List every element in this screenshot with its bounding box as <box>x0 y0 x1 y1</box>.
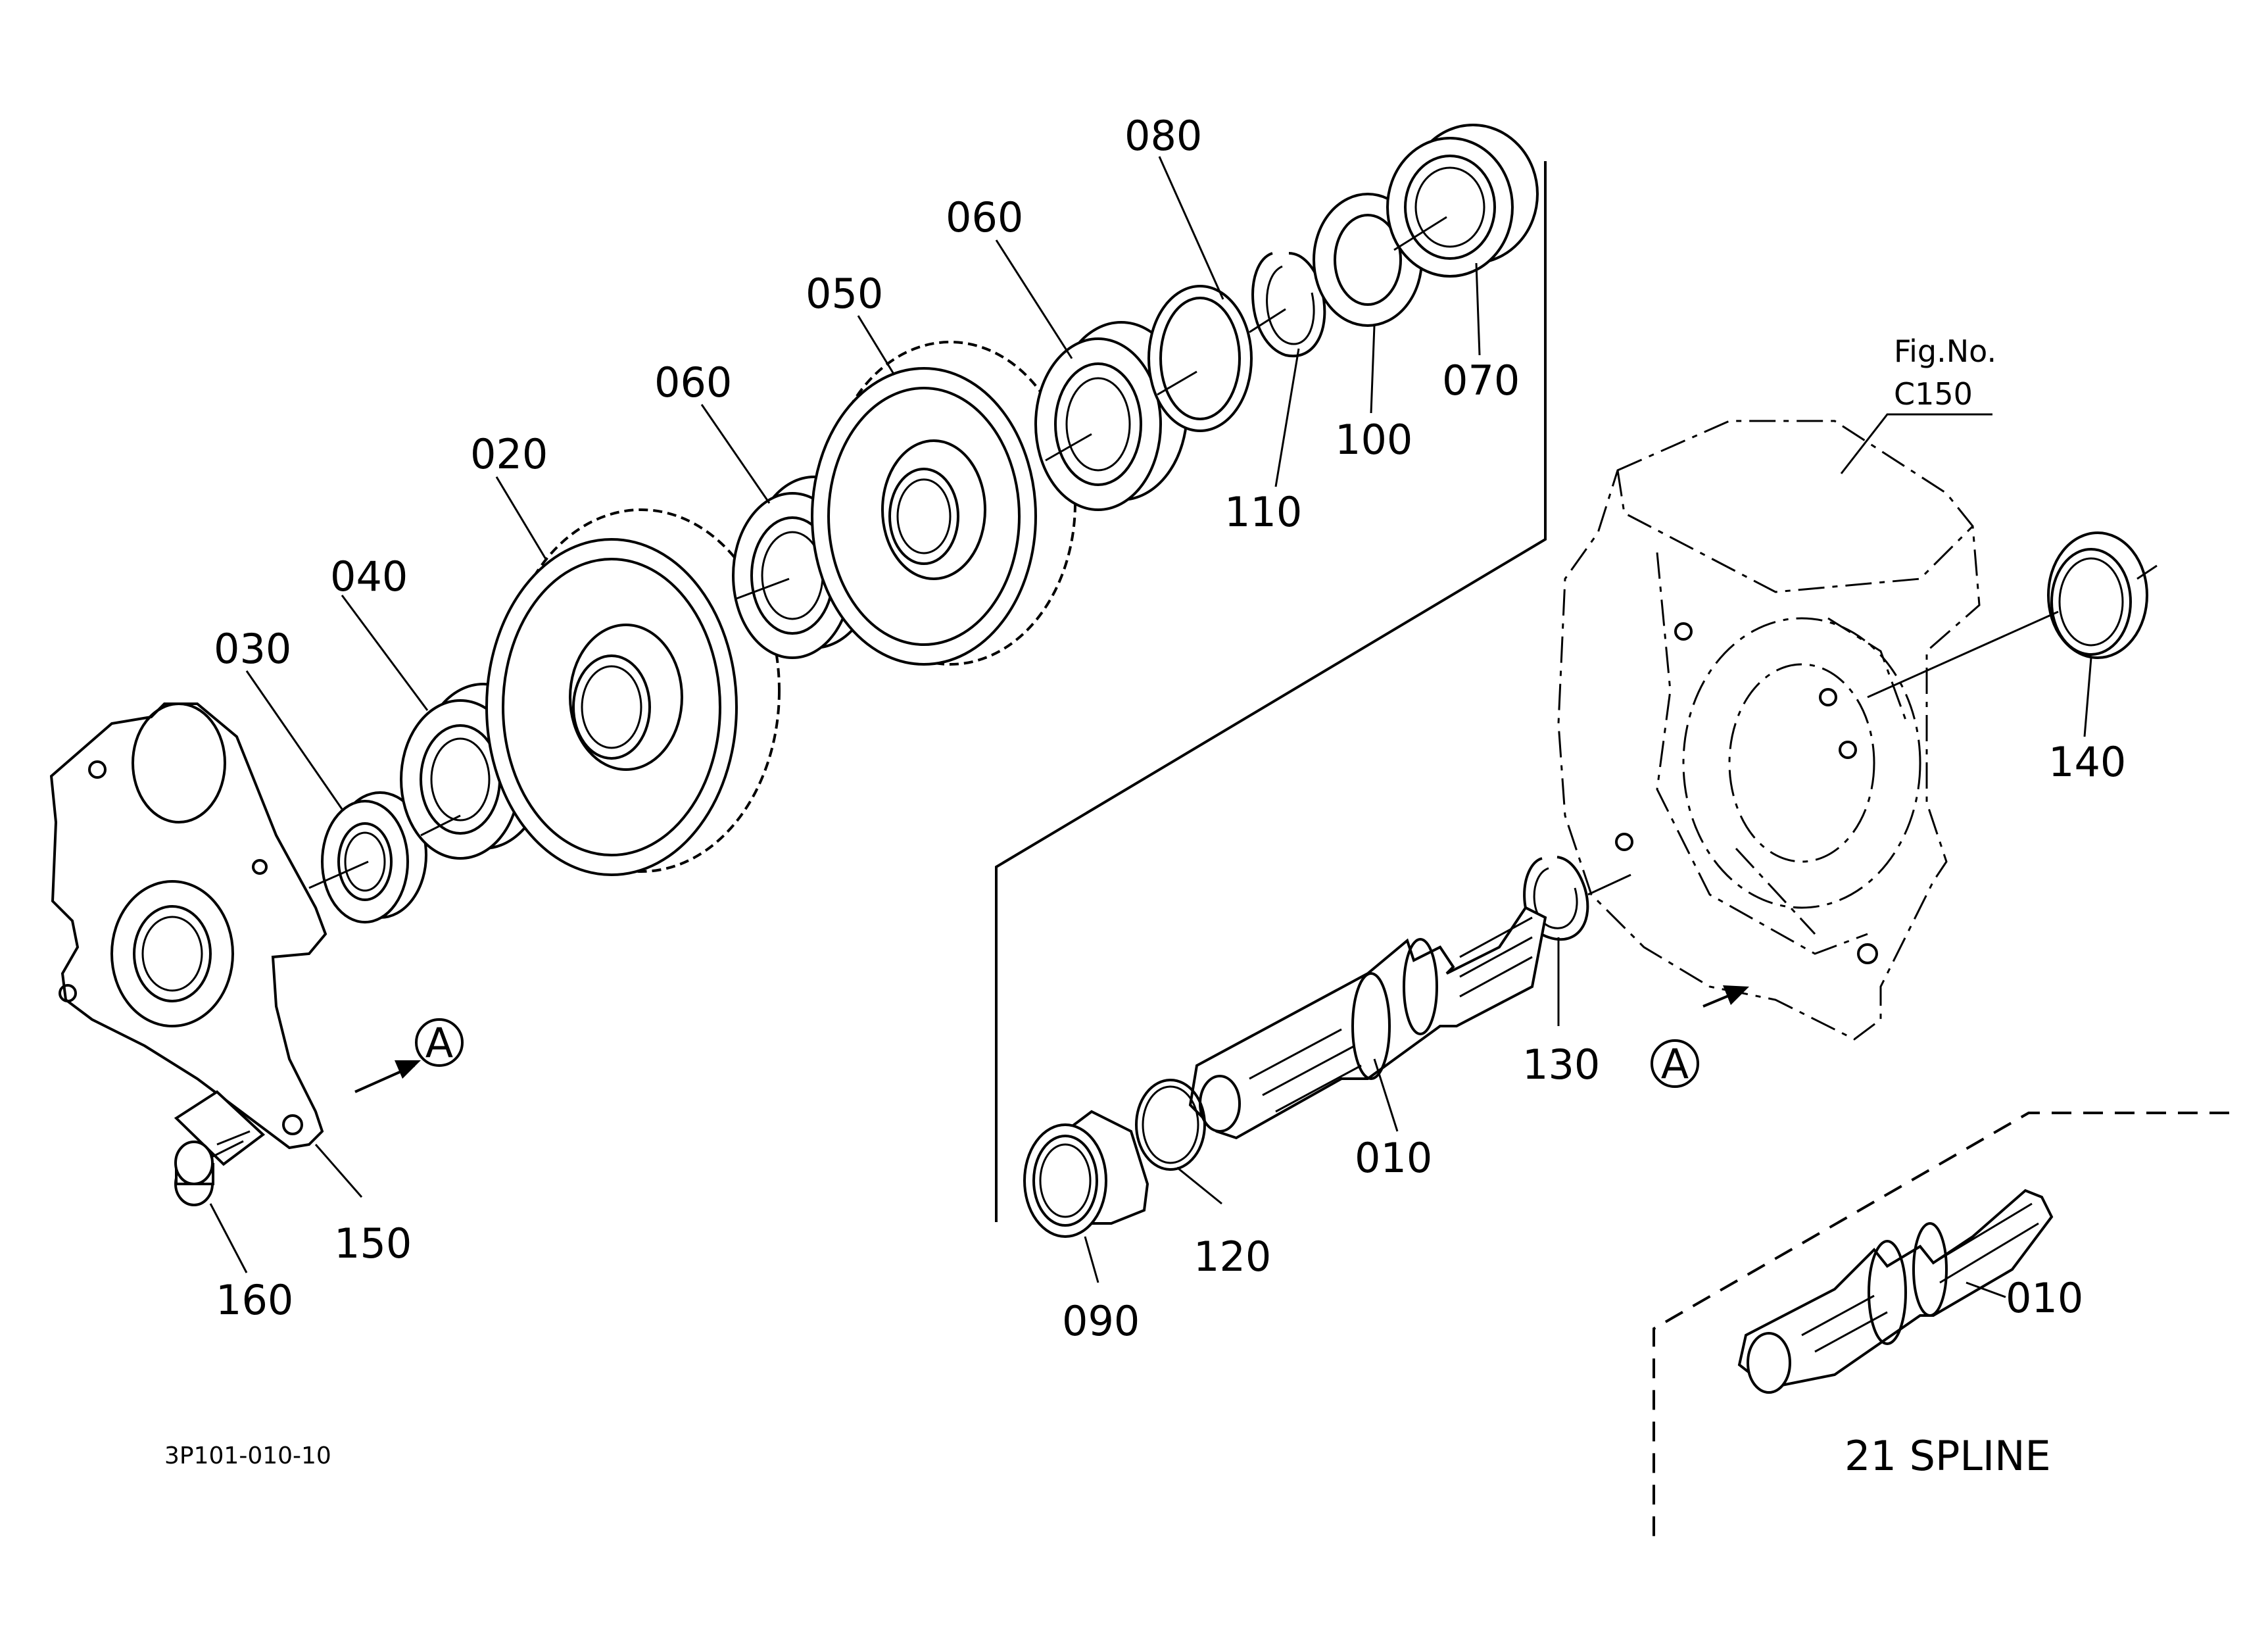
gear-case-outline <box>1557 420 1981 1041</box>
cover-plate-part-150 <box>49 702 327 1150</box>
label-040: 040 <box>330 553 408 601</box>
shaft-axis-lines <box>308 216 1447 889</box>
drawing-code: 3P101-010-10 <box>164 1442 331 1469</box>
circlip-part-110 <box>1251 252 1326 358</box>
label-010: 010 <box>1355 1134 1432 1182</box>
circlip-part-130 <box>1523 856 1631 941</box>
label-060-lower: 060 <box>654 358 732 406</box>
arrow-a-left: A <box>354 1018 464 1093</box>
label-060-upper: 060 <box>946 193 1023 241</box>
label-130: 130 <box>1522 1041 1600 1089</box>
marker-a-left: A <box>425 1019 453 1067</box>
arrow-a-right: A <box>1651 985 1749 1088</box>
needle-bearing-part-090 <box>1023 1110 1149 1238</box>
label-030: 030 <box>214 625 291 673</box>
figure-ref-line1: Fig.No. <box>1894 333 1996 369</box>
label-100: 100 <box>1335 416 1412 464</box>
label-150: 150 <box>334 1219 412 1267</box>
marker-a-right: A <box>1661 1040 1689 1088</box>
label-070: 070 <box>1442 356 1520 405</box>
spline-caption: 21 SPLINE <box>1845 1432 2051 1480</box>
label-020: 020 <box>470 430 548 478</box>
leader-lines <box>209 156 2092 1283</box>
gear-part-020 <box>485 508 781 876</box>
label-160: 160 <box>216 1276 293 1324</box>
label-080: 080 <box>1124 112 1202 160</box>
gear-part-050 <box>811 341 1076 666</box>
label-120: 120 <box>1194 1233 1271 1281</box>
seal-part-140 <box>1867 531 2158 699</box>
figure-reference: Fig.No. C150 <box>1840 333 1996 474</box>
collar-part-080 <box>1147 285 1253 432</box>
part-labels: 080 060 050 060 020 040 030 110 100 070 … <box>214 112 2126 1345</box>
oring-part-120 <box>1135 1079 1206 1171</box>
label-090: 090 <box>1062 1297 1140 1345</box>
bearing-part-070 <box>1386 124 1539 278</box>
figure-ref-line2: C150 <box>1894 376 1973 412</box>
shaft-part-010 <box>1188 906 1547 1140</box>
assembly-boundary <box>995 161 1547 1222</box>
label-140: 140 <box>2048 738 2126 786</box>
label-010-spline: 010 <box>2006 1274 2083 1322</box>
bolt-part-160 <box>174 1090 266 1206</box>
bearing-part-030 <box>321 791 427 923</box>
label-110: 110 <box>1224 488 1302 536</box>
label-050: 050 <box>806 270 883 318</box>
spline-variant-inset: 010 21 SPLINE <box>1653 1112 2229 1546</box>
